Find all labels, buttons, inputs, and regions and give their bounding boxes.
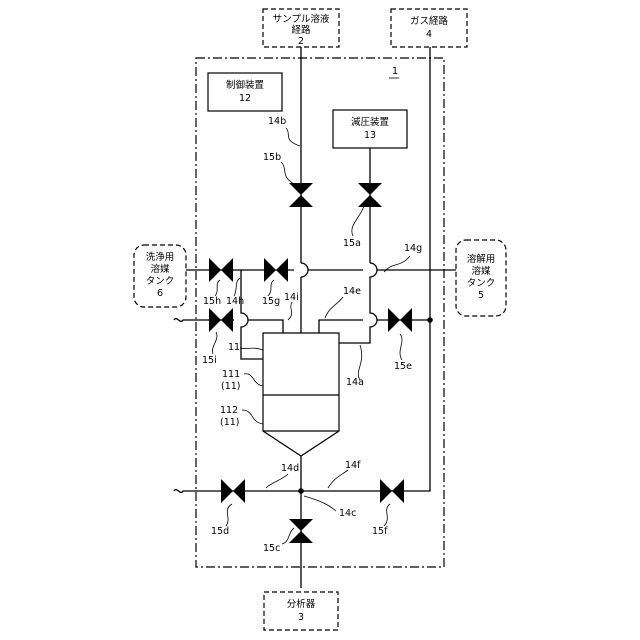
valve-15a: [358, 183, 382, 207]
leader-15f: [384, 504, 390, 526]
label-14b: 14b: [268, 116, 286, 127]
leader-15h: [215, 280, 220, 296]
valve-15d: [221, 479, 245, 503]
svg-text:減圧装置: 減圧装置: [351, 116, 389, 128]
svg-text:サンプル溶液: サンプル溶液: [273, 13, 330, 25]
leader-14f: [328, 470, 348, 488]
leader-15i: [212, 332, 217, 354]
svg-text:4: 4: [426, 29, 432, 40]
valve-15h: [209, 258, 233, 282]
pipe-14a: [339, 263, 377, 343]
label-14i: 14i: [284, 292, 299, 303]
sample-solution-path-box: サンプル溶液 経路 2: [263, 9, 339, 47]
svg-text:経路: 経路: [291, 24, 311, 36]
leader-14e: [325, 297, 343, 318]
label-14d: 14d: [281, 463, 299, 474]
svg-text:13: 13: [364, 130, 376, 141]
label-15h: 15h: [203, 296, 221, 307]
svg-text:ガス経路: ガス経路: [410, 15, 449, 27]
svg-text:溶解用: 溶解用: [467, 253, 496, 265]
leader-15d: [226, 504, 232, 526]
valve-15e: [388, 308, 412, 332]
valve-15f: [380, 479, 404, 503]
label-15c: 15c: [263, 543, 280, 554]
label-112: 112: [220, 405, 238, 416]
label-15g: 15g: [262, 296, 280, 307]
label-15f: 15f: [372, 526, 388, 537]
leader-14d: [266, 474, 288, 488]
leader-15e: [400, 334, 402, 360]
label-14e: 14e: [343, 286, 361, 297]
leader-14c: [304, 496, 336, 511]
leader-15g: [268, 280, 274, 296]
svg-text:5: 5: [478, 290, 484, 301]
vessel-11: [263, 333, 339, 456]
leader-11: [240, 348, 263, 350]
valve-15c: [289, 519, 313, 543]
label-14f: 14f: [345, 460, 361, 471]
svg-text:3: 3: [298, 612, 304, 623]
label-15a: 15a: [343, 238, 361, 249]
svg-text:タンク: タンク: [146, 276, 175, 287]
leader-112: [242, 410, 263, 424]
svg-text:分析器: 分析器: [287, 598, 316, 610]
svg-text:溶媒: 溶媒: [150, 263, 170, 275]
svg-text:溶媒: 溶媒: [471, 265, 491, 277]
label-111-sub: (11): [221, 381, 241, 392]
label-11: 11: [228, 342, 240, 353]
leader-14i: [288, 302, 292, 320]
pipe-14d-14f: [174, 456, 339, 588]
analyzer-box: 分析器 3: [264, 592, 338, 630]
label-15i: 15i: [202, 355, 217, 366]
label-14h: 14h: [226, 296, 244, 307]
valve-15i: [209, 308, 233, 332]
label-15d: 15d: [211, 526, 229, 537]
wash-solvent-tank-box: 洗浄用 溶媒 タンク 6: [134, 245, 186, 307]
dissolution-solvent-tank-box: 溶解用 溶媒 タンク 5: [456, 240, 506, 316]
controller-box: 制御装置 12: [208, 73, 282, 111]
svg-text:洗浄用: 洗浄用: [146, 251, 175, 263]
svg-text:12: 12: [239, 93, 251, 104]
label-14g: 14g: [404, 243, 422, 254]
svg-text:制御装置: 制御装置: [226, 79, 264, 91]
label-14a: 14a: [346, 377, 364, 388]
valve-15b: [289, 183, 313, 207]
junction-14d-14f: [298, 488, 304, 494]
junction-14g-14e: [427, 317, 433, 323]
pipe-14h: [241, 270, 263, 359]
leader-14h: [234, 278, 240, 296]
pipe-14e: [319, 320, 363, 333]
leader-15b: [281, 162, 294, 184]
leader-111: [244, 374, 263, 386]
svg-text:6: 6: [157, 288, 163, 299]
svg-text:2: 2: [298, 36, 304, 47]
device-number: 1: [392, 66, 398, 77]
leader-14b: [286, 128, 300, 146]
label-15b: 15b: [263, 152, 281, 163]
label-15e: 15e: [394, 361, 412, 372]
leader-14a: [358, 345, 361, 380]
leader-15a: [352, 206, 364, 236]
label-14c: 14c: [339, 508, 356, 519]
decompressor-box: 減圧装置 13: [333, 110, 407, 148]
gas-path-box: ガス経路 4: [391, 9, 467, 47]
label-111: 111: [222, 369, 240, 380]
svg-text:タンク: タンク: [467, 278, 496, 289]
label-112-sub: (11): [220, 417, 240, 428]
valve-15g: [264, 258, 288, 282]
